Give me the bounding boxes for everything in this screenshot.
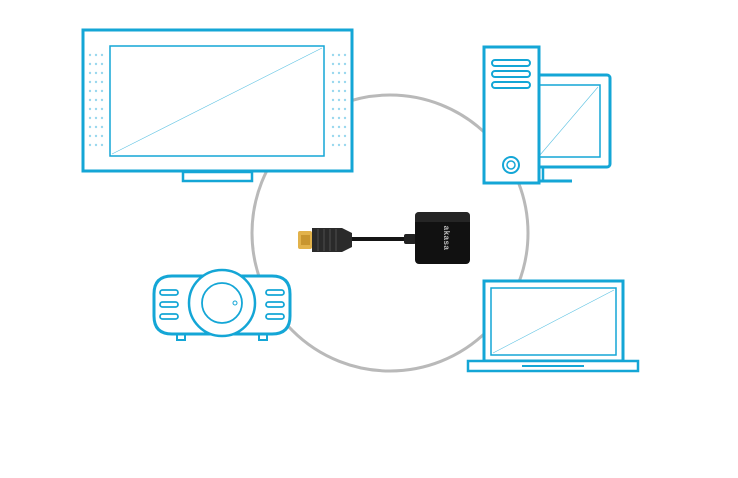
speaker-grill-left [88,53,104,147]
monitor-icon [81,28,354,183]
brand-label: akasa [442,226,451,251]
connection-circle [250,93,530,373]
laptop-icon [466,279,640,373]
hdmi-adapter-icon: akasa [298,212,470,264]
hdmi-plug [312,228,352,252]
desktop-pc-icon [482,45,612,185]
speaker-grill-right [331,53,347,147]
projector-icon [152,268,292,341]
adapter-box [415,212,470,264]
